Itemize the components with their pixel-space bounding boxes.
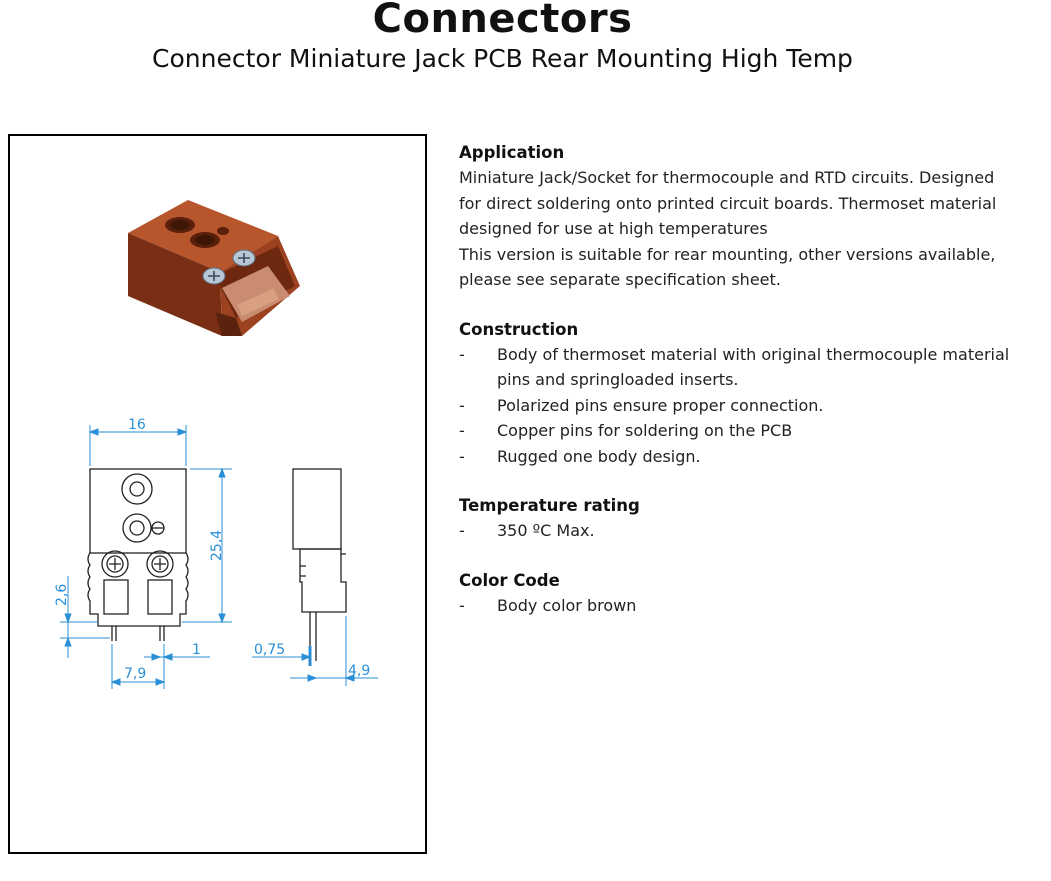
list-item: - Rugged one body design. bbox=[459, 444, 1039, 470]
dim-side-depth-label: 4,9 bbox=[348, 663, 370, 679]
application-line: designed for use at high temperatures bbox=[459, 219, 768, 238]
bullet-dash: - bbox=[459, 421, 465, 440]
list-item-text: 350 ºC Max. bbox=[497, 521, 595, 540]
list-item: - Polarized pins ensure proper connection… bbox=[459, 393, 1039, 419]
list-item: - 350 ºC Max. bbox=[459, 518, 1039, 544]
page-subtitle: Connector Miniature Jack PCB Rear Mounti… bbox=[152, 44, 853, 73]
list-item: - Body color brown bbox=[459, 593, 1039, 619]
color-code-title: Color Code bbox=[459, 570, 560, 590]
list-item-text: Copper pins for soldering on the PCB bbox=[497, 421, 793, 440]
list-item: - Body of thermoset material with origina… bbox=[459, 342, 1039, 393]
bullet-dash: - bbox=[459, 595, 465, 615]
application-line: This version is suitable for rear mounti… bbox=[459, 244, 996, 264]
color-code-section: Color Code - Body color brown bbox=[459, 569, 1039, 619]
bullet-dash: - bbox=[459, 395, 465, 415]
dim-width-label: 16 bbox=[128, 417, 146, 433]
connector-product-image bbox=[128, 200, 300, 336]
front-view bbox=[87, 468, 189, 641]
application-section: Application Miniature Jack/Socket for th… bbox=[459, 141, 1039, 293]
dim-height-label: 25,4 bbox=[209, 530, 225, 561]
side-view bbox=[292, 468, 347, 661]
list-item-text: Rugged one body design. bbox=[497, 446, 701, 466]
dim-pin-spacing-label: 7,9 bbox=[124, 666, 146, 682]
construction-section: Construction - Body of thermoset material… bbox=[459, 318, 1039, 470]
page-title: Connectors bbox=[372, 0, 633, 42]
construction-title: Construction bbox=[459, 319, 579, 339]
technical-drawing: 16 25,4 2,6 7,9 1 0,75 4,9 bbox=[54, 200, 378, 689]
list-item-text: Polarized pins ensure proper connection. bbox=[497, 395, 824, 415]
dim-pin-offset-label: 2,6 bbox=[54, 584, 70, 606]
temperature-title: Temperature rating bbox=[459, 496, 640, 515]
application-line: for direct soldering onto printed circui… bbox=[459, 193, 997, 213]
list-item-text: Body of thermoset material with original… bbox=[497, 344, 1010, 390]
application-title: Application bbox=[459, 143, 565, 162]
dim-side-pin-label: 0,75 bbox=[254, 642, 285, 658]
list-item-text: Body color brown bbox=[497, 595, 637, 615]
bullet-dash: - bbox=[459, 344, 465, 364]
drawing-frame: 16 25,4 2,6 7,9 1 0,75 4,9 bbox=[8, 134, 427, 854]
application-line: Miniature Jack/Socket for thermocouple a… bbox=[459, 168, 995, 187]
dimension-lines bbox=[60, 425, 378, 689]
list-item: - Copper pins for soldering on the PCB bbox=[459, 418, 1039, 444]
temperature-section: Temperature rating - 350 ºC Max. bbox=[459, 494, 1039, 544]
application-line: please see separate specification sheet. bbox=[459, 270, 781, 289]
bullet-dash: - bbox=[459, 521, 465, 540]
spec-content: Application Miniature Jack/Socket for th… bbox=[459, 141, 1039, 643]
bullet-dash: - bbox=[459, 446, 465, 466]
dim-pin-width-label: 1 bbox=[192, 642, 201, 658]
